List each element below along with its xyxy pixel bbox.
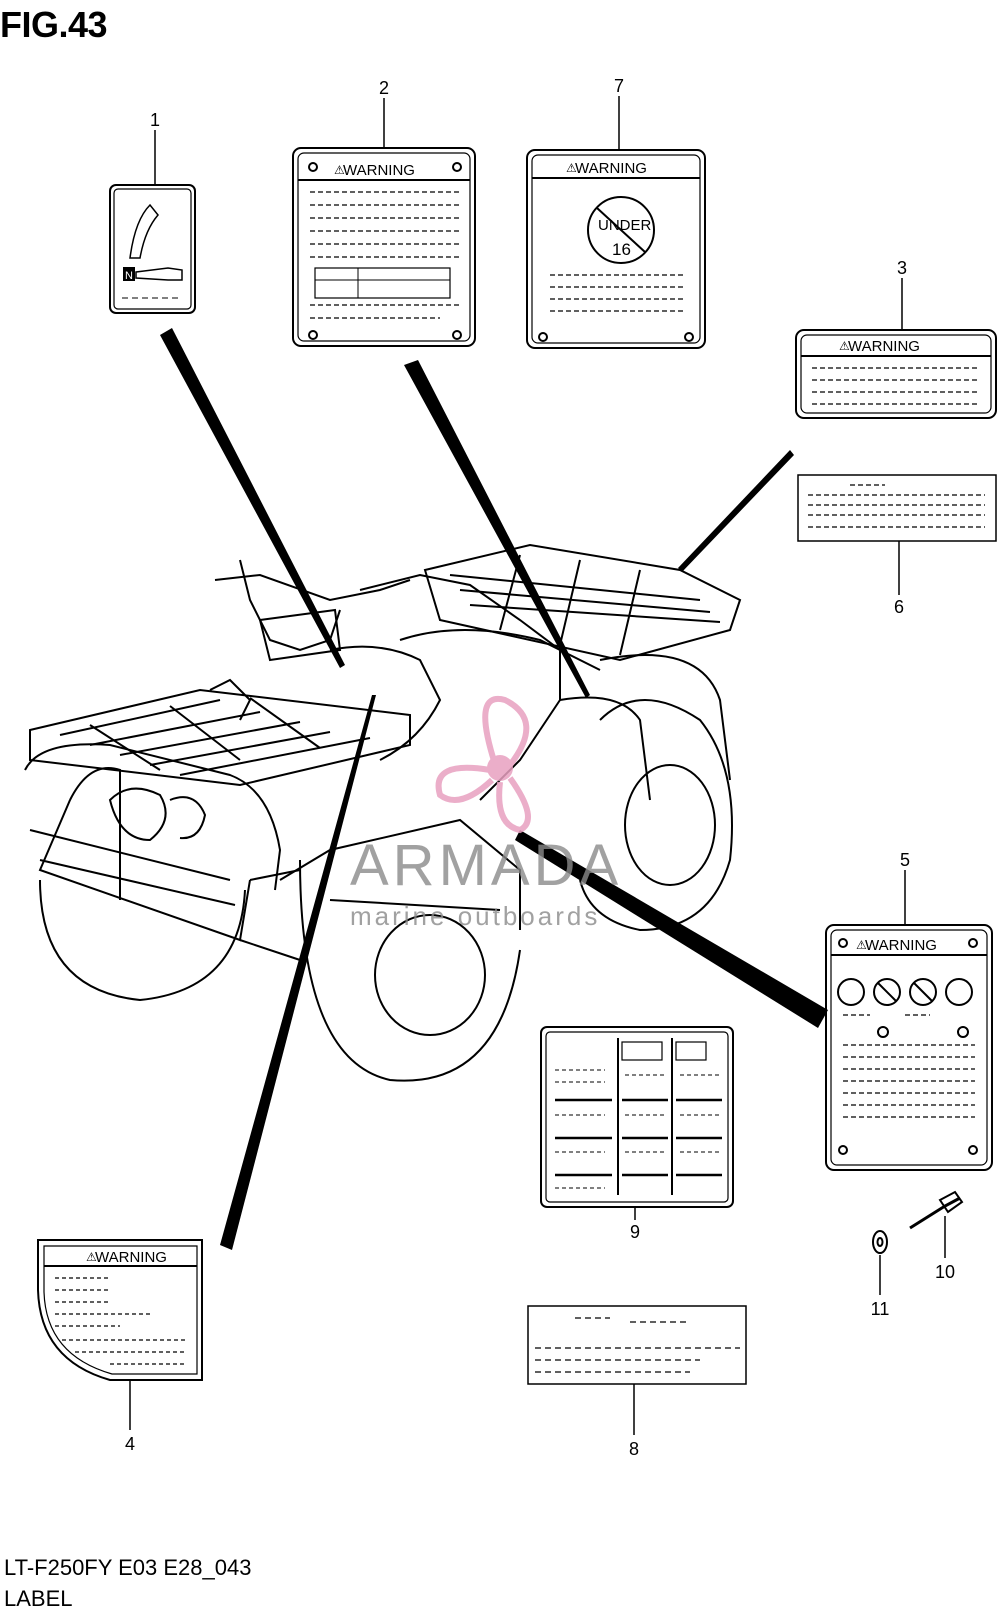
warning-triangle-icon: ⚠	[839, 339, 850, 353]
callout-7: 7	[614, 76, 624, 96]
label-7-warning-text: WARNING	[575, 160, 647, 177]
label-3-warning	[795, 329, 997, 419]
warning-triangle-icon: ⚠	[566, 161, 577, 175]
label-1-gear-letter: N	[125, 270, 133, 282]
callout-11: 11	[871, 1299, 890, 1319]
warning-triangle-icon: ⚠	[334, 163, 345, 177]
part-10-clip	[909, 1190, 964, 1230]
label-4-warning-text: WARNING	[95, 1249, 167, 1266]
label-8	[527, 1305, 747, 1385]
callout-10: 10	[935, 1262, 955, 1282]
label-7-under-16	[526, 149, 706, 349]
callout-3: 3	[897, 258, 907, 278]
callout-2: 2	[379, 78, 389, 98]
callout-6: 6	[894, 597, 904, 617]
section-label: LABEL	[4, 1586, 73, 1611]
label-3-warning-text: WARNING	[848, 338, 920, 355]
label-9-spec-panel	[540, 1026, 734, 1208]
part-11-washer	[872, 1230, 888, 1254]
callout-4: 4	[125, 1434, 135, 1454]
label-5-warning	[825, 924, 993, 1171]
pointer-lines	[160, 328, 828, 1250]
label-4-warning	[37, 1239, 203, 1381]
figure-title: FIG.43	[0, 4, 108, 45]
label-2-warning-text: WARNING	[343, 162, 415, 179]
model-code: LT-F250FY E03 E28_043	[4, 1555, 252, 1580]
watermark-logo	[435, 695, 531, 834]
label-6	[797, 474, 997, 542]
warning-triangle-icon: ⚠	[856, 938, 867, 952]
callout-5: 5	[900, 850, 910, 870]
label-5-warning-text: WARNING	[865, 937, 937, 954]
label-2-warning	[292, 147, 476, 347]
atv-illustration	[24, 543, 742, 1082]
callout-1: 1	[150, 110, 160, 130]
watermark-brand: ARMADA	[350, 833, 622, 898]
callout-9: 9	[630, 1222, 640, 1242]
callout-8: 8	[629, 1439, 639, 1459]
label-1-gear-position	[109, 184, 196, 314]
watermark-tagline: marine outboards	[350, 901, 600, 931]
warning-triangle-icon: ⚠	[86, 1250, 97, 1264]
label-7-under-text: UNDER	[598, 217, 652, 234]
label-7-age-text: 16	[612, 240, 631, 259]
